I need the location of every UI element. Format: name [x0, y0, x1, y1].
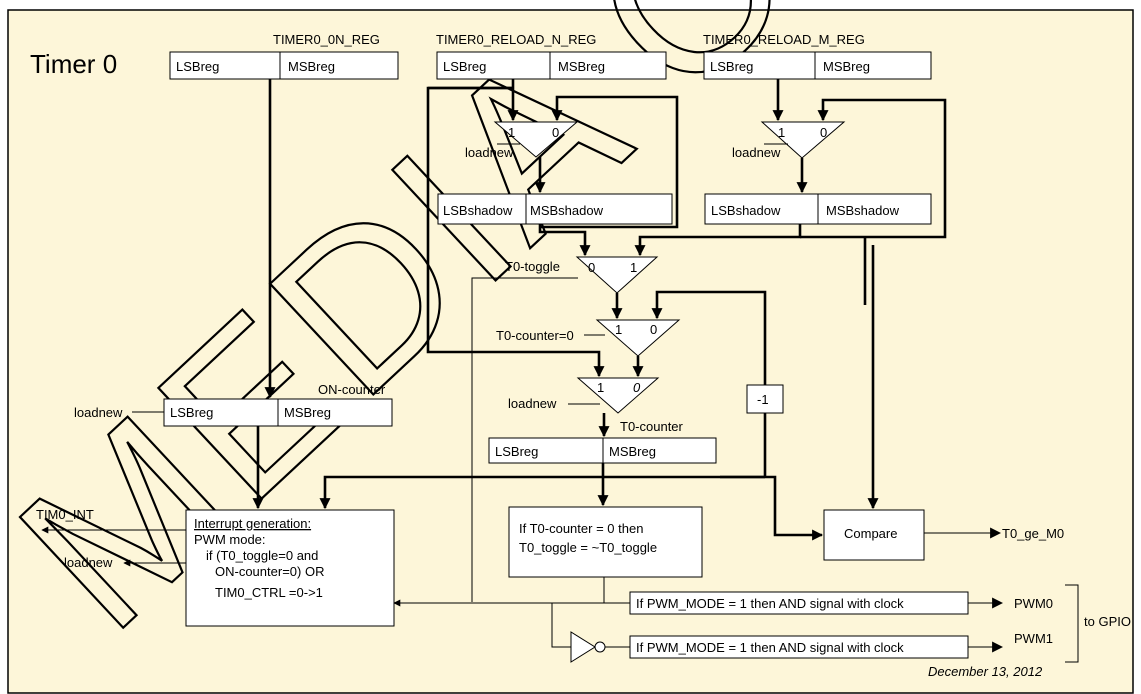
decrement-label: -1 [757, 392, 769, 407]
mux-n-one: 1 [508, 125, 515, 140]
mux-t0-toggle [575, 256, 659, 294]
pwm1-label: PWM1 [1014, 631, 1053, 646]
toggle-line-2: T0_toggle = ~T0_toggle [519, 540, 657, 555]
shadow-n-lsb: LSBshadow [443, 203, 513, 218]
pwm1-gate-label: If PWM_MODE = 1 then AND signal with clo… [636, 640, 904, 655]
mux-n-zero: 0 [552, 125, 559, 140]
reload-n-name: TIMER0_RELOAD_N_REG [436, 32, 596, 47]
mux-toggle-label: T0-toggle [505, 259, 560, 274]
mux-counter-zero [595, 319, 681, 357]
mux-cz-label: T0-counter=0 [496, 328, 574, 343]
shadow-m-msb: MSBshadow [826, 203, 900, 218]
mux-cz-one: 1 [615, 322, 622, 337]
interrupt-loadnew-label: loadnew [64, 555, 113, 570]
mux-n-loadnew: loadnew [465, 145, 514, 160]
on-counter-name: ON-counter [318, 382, 386, 397]
to-gpio-label: to GPIO [1084, 614, 1131, 629]
pwm0-gate-label: If PWM_MODE = 1 then AND signal with clo… [636, 596, 904, 611]
decrement-box [746, 384, 784, 414]
on-counter-lsb: LSBreg [170, 405, 213, 420]
mux-m-one: 1 [778, 125, 785, 140]
reload-m-box [703, 51, 932, 80]
date-label: December 13, 2012 [928, 664, 1043, 679]
on-reg-name: TIMER0_0N_REG [273, 32, 380, 47]
mux-lc-loadnew: loadnew [508, 396, 557, 411]
compare-block [823, 509, 925, 561]
reload-m-name: TIMER0_RELOAD_M_REG [703, 32, 865, 47]
mux-m-zero: 0 [820, 125, 827, 140]
interrupt-line-2: PWM mode: [194, 532, 266, 547]
mux-cz-zero: 0 [650, 322, 657, 337]
mux-m-loadnew: loadnew [732, 145, 781, 160]
reload-m-lsb: LSBreg [710, 59, 753, 74]
gpio-bracket [1065, 584, 1079, 663]
reload-n-msb: MSBreg [558, 59, 605, 74]
diagram-title: Timer 0 [30, 49, 117, 79]
on-reg-box [169, 51, 399, 80]
shadow-n-box [437, 193, 673, 225]
t0-counter-lsb: LSBreg [495, 444, 538, 459]
mux-loadnew-m [760, 121, 846, 159]
toggle-block [508, 506, 703, 578]
mux-lc-zero: 0 [633, 380, 641, 395]
compare-label: Compare [844, 526, 897, 541]
shadow-n-msb: MSBshadow [530, 203, 604, 218]
on-reg-lsb: LSBreg [176, 59, 219, 74]
on-counter-msb: MSBreg [284, 405, 331, 420]
t0-counter-msb: MSBreg [609, 444, 656, 459]
shadow-m-lsb: LSBshadow [711, 203, 781, 218]
interrupt-line-5: TIM0_CTRL =0->1 [215, 585, 323, 600]
interrupt-line-1: Interrupt generation: [194, 516, 311, 531]
mux-lc-one: 1 [597, 380, 604, 395]
reload-m-msb: MSBreg [823, 59, 870, 74]
interrupt-line-3: if (T0_toggle=0 and [206, 548, 318, 563]
toggle-line-1: If T0-counter = 0 then [519, 521, 643, 536]
inverter-symbol [570, 631, 596, 663]
reload-n-box [436, 51, 667, 80]
mux-loadnew-n [493, 121, 579, 158]
tim0-int-label: TIM0_INT [36, 507, 94, 522]
on-counter-loadnew: loadnew [74, 405, 123, 420]
pwm0-label: PWM0 [1014, 596, 1053, 611]
mux-toggle-zero: 0 [588, 260, 595, 275]
reload-n-lsb: LSBreg [443, 59, 486, 74]
t0-ge-m0-label: T0_ge_M0 [1002, 526, 1064, 541]
mux-loadnew-counter [576, 377, 660, 414]
mux-toggle-one: 1 [630, 260, 637, 275]
t0-counter-name: T0-counter [620, 419, 684, 434]
interrupt-generation-block [185, 509, 395, 627]
on-reg-msb: MSBreg [288, 59, 335, 74]
interrupt-line-4: ON-counter=0) OR [215, 564, 324, 579]
